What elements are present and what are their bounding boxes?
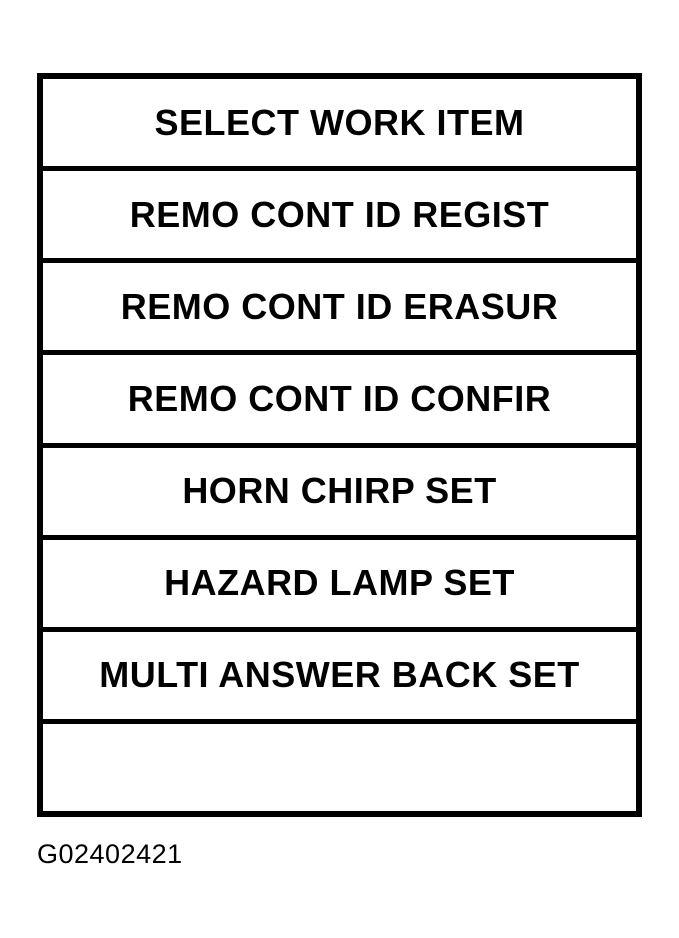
menu-header-select-work-item: SELECT WORK ITEM <box>43 79 636 167</box>
menu-item-remo-cont-id-regist[interactable]: REMO CONT ID REGIST <box>43 166 636 259</box>
work-item-menu: SELECT WORK ITEM REMO CONT ID REGIST REM… <box>37 73 642 817</box>
menu-item-remo-cont-id-confir[interactable]: REMO CONT ID CONFIR <box>43 350 636 443</box>
menu-item-horn-chirp-set[interactable]: HORN CHIRP SET <box>43 442 636 535</box>
figure-id-caption: G02402421 <box>37 839 183 869</box>
menu-row-empty <box>43 718 636 811</box>
menu-item-multi-answer-back-set[interactable]: MULTI ANSWER BACK SET <box>43 626 636 719</box>
menu-item-remo-cont-id-erasur[interactable]: REMO CONT ID ERASUR <box>43 258 636 351</box>
menu-item-hazard-lamp-set[interactable]: HAZARD LAMP SET <box>43 534 636 627</box>
